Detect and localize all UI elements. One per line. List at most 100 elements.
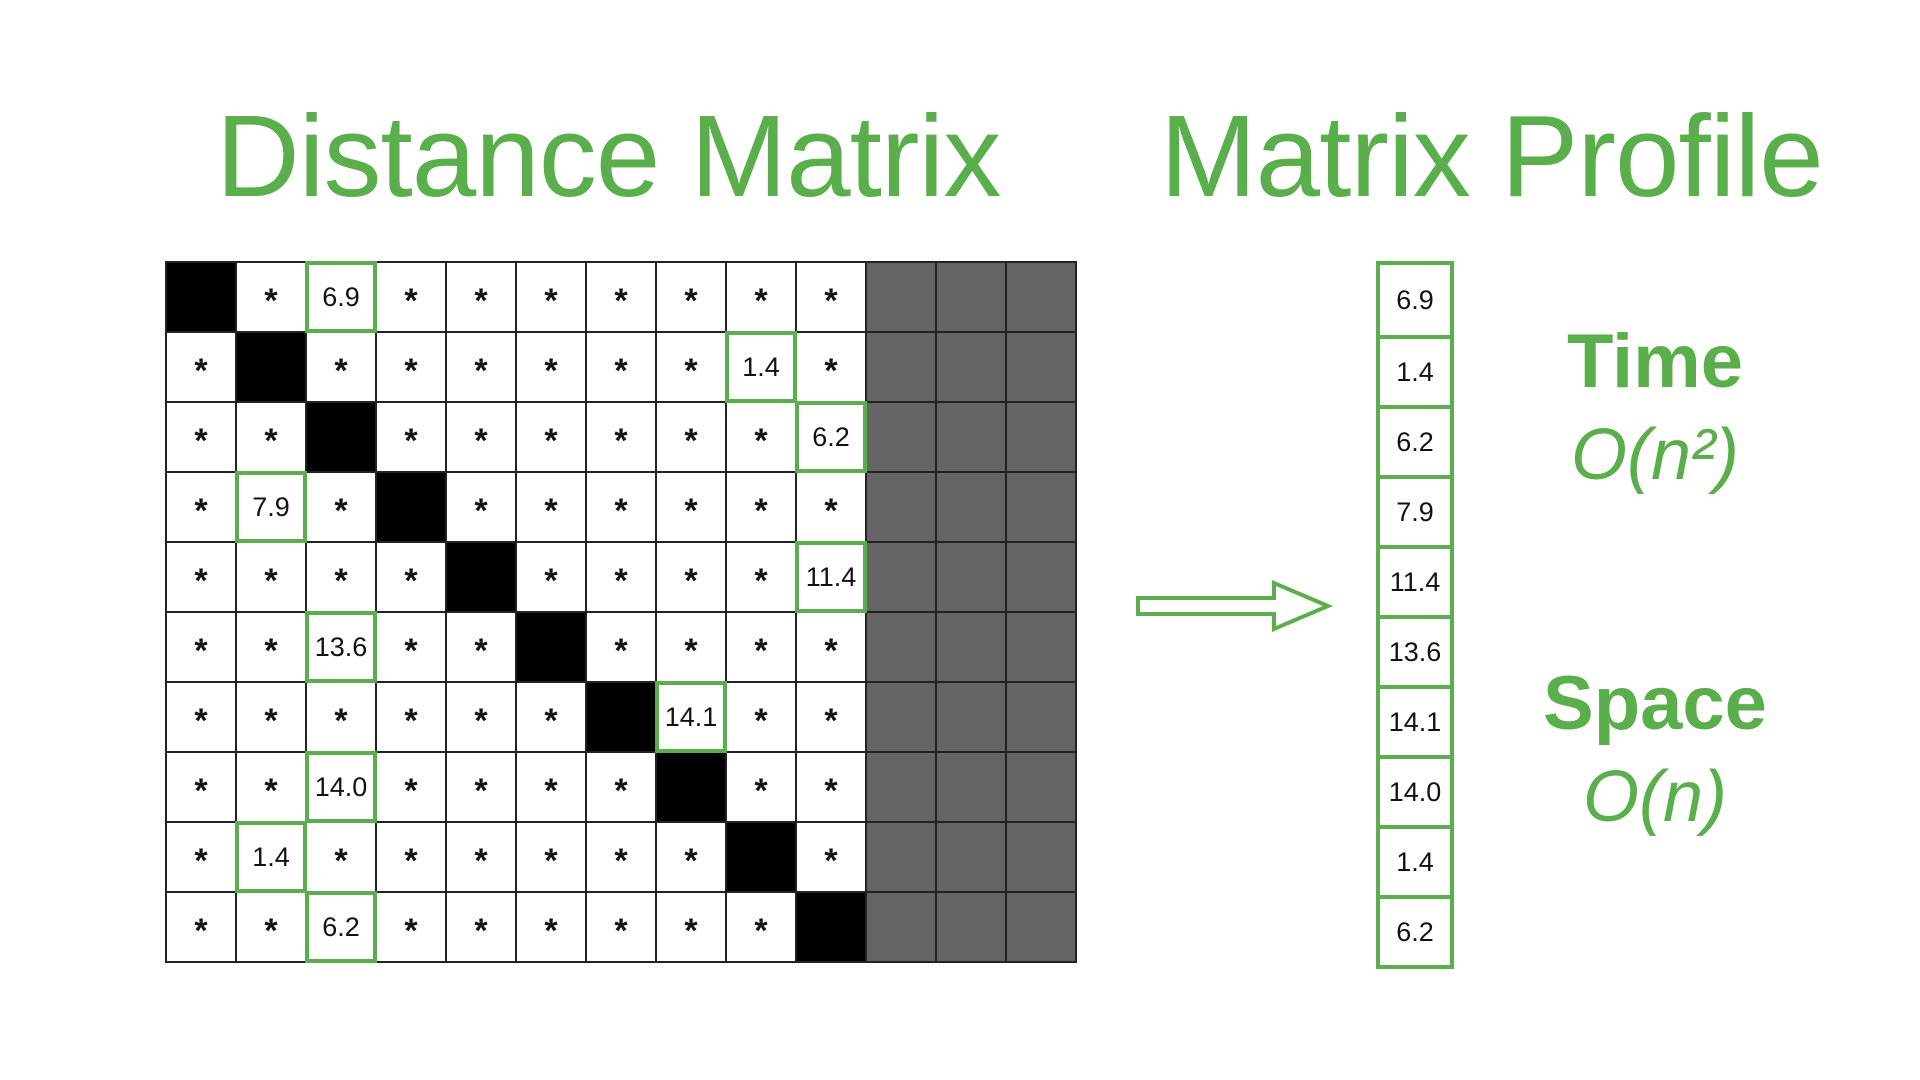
matrix-cell: * xyxy=(307,473,377,543)
matrix-cell: * xyxy=(657,823,727,893)
matrix-cell: * xyxy=(447,263,517,333)
matrix-cell: * xyxy=(237,263,307,333)
profile-cell: 7.9 xyxy=(1380,475,1450,545)
matrix-cell: * xyxy=(377,403,447,473)
matrix-cell: * xyxy=(237,753,307,823)
matrix-cell: * xyxy=(237,683,307,753)
padding-cell xyxy=(937,753,1007,823)
matrix-min-cell: 13.6 xyxy=(305,611,377,683)
diagonal-cell xyxy=(167,263,237,333)
diagonal-cell xyxy=(657,753,727,823)
matrix-cell: * xyxy=(167,613,237,683)
diagonal-cell xyxy=(797,893,867,963)
matrix-cell: * xyxy=(657,613,727,683)
matrix-cell: * xyxy=(377,753,447,823)
matrix-cell: * xyxy=(167,403,237,473)
matrix-cell: * xyxy=(167,893,237,963)
matrix-cell: * xyxy=(307,683,377,753)
profile-cell: 11.4 xyxy=(1380,545,1450,615)
matrix-cell: * xyxy=(447,333,517,403)
matrix-cell: * xyxy=(237,893,307,963)
matrix-cell: * xyxy=(797,753,867,823)
diagonal-cell xyxy=(727,823,797,893)
padding-cell xyxy=(1007,263,1077,333)
matrix-cell: * xyxy=(797,683,867,753)
matrix-cell: * xyxy=(237,403,307,473)
profile-cell: 6.2 xyxy=(1380,405,1450,475)
matrix-cell: * xyxy=(657,403,727,473)
matrix-cell: * xyxy=(727,893,797,963)
matrix-cell: * xyxy=(657,893,727,963)
matrix-cell: * xyxy=(377,333,447,403)
diagonal-cell xyxy=(587,683,657,753)
padding-cell xyxy=(867,613,937,683)
matrix-cell: * xyxy=(377,613,447,683)
matrix-cell: * xyxy=(797,333,867,403)
diagonal-cell xyxy=(447,543,517,613)
matrix-cell: * xyxy=(447,403,517,473)
padding-cell xyxy=(937,543,1007,613)
matrix-cell: * xyxy=(587,823,657,893)
padding-cell xyxy=(1007,333,1077,403)
matrix-cell: * xyxy=(447,823,517,893)
matrix-cell: * xyxy=(517,823,587,893)
matrix-cell: * xyxy=(727,543,797,613)
diagonal-cell xyxy=(237,333,307,403)
matrix-cell: * xyxy=(307,543,377,613)
padding-cell xyxy=(1007,893,1077,963)
padding-cell xyxy=(1007,403,1077,473)
matrix-cell: * xyxy=(587,333,657,403)
matrix-cell: * xyxy=(587,753,657,823)
padding-cell xyxy=(867,893,937,963)
diagonal-cell xyxy=(307,403,377,473)
padding-cell xyxy=(867,823,937,893)
time-complexity-label: Time xyxy=(1566,319,1743,404)
padding-cell xyxy=(1007,613,1077,683)
padding-cell xyxy=(937,473,1007,543)
matrix-min-cell: 14.1 xyxy=(655,681,727,753)
matrix-cell: * xyxy=(727,753,797,823)
matrix-cell: * xyxy=(167,753,237,823)
time-complexity-formula: O(n²) xyxy=(1571,415,1739,495)
matrix-cell: * xyxy=(307,823,377,893)
matrix-cell: * xyxy=(167,683,237,753)
matrix-cell: * xyxy=(727,683,797,753)
profile-cell: 1.4 xyxy=(1380,335,1450,405)
distance-matrix-title: Distance Matrix xyxy=(216,91,1001,221)
padding-cell xyxy=(1007,823,1077,893)
diagonal-cell xyxy=(377,473,447,543)
matrix-min-cell: 6.9 xyxy=(305,261,377,333)
matrix-min-cell: 1.4 xyxy=(235,821,307,893)
padding-cell xyxy=(937,613,1007,683)
matrix-cell: * xyxy=(517,893,587,963)
matrix-cell: * xyxy=(657,263,727,333)
matrix-cell: * xyxy=(167,473,237,543)
matrix-cell: * xyxy=(377,263,447,333)
right-arrow-icon xyxy=(1136,579,1334,633)
matrix-cell: * xyxy=(517,473,587,543)
padding-cell xyxy=(937,823,1007,893)
matrix-cell: * xyxy=(587,263,657,333)
matrix-cell: * xyxy=(517,543,587,613)
profile-cell: 14.1 xyxy=(1380,685,1450,755)
matrix-cell: * xyxy=(447,613,517,683)
matrix-cell: * xyxy=(797,613,867,683)
matrix-cell: * xyxy=(237,543,307,613)
space-complexity-value: O(n) xyxy=(1505,756,1805,838)
matrix-cell: * xyxy=(587,473,657,543)
padding-cell xyxy=(937,263,1007,333)
matrix-cell: * xyxy=(517,683,587,753)
matrix-cell: * xyxy=(447,473,517,543)
padding-cell xyxy=(867,683,937,753)
matrix-cell: * xyxy=(377,893,447,963)
diagonal-cell xyxy=(517,613,587,683)
matrix-cell: * xyxy=(727,613,797,683)
matrix-profile-title: Matrix Profile xyxy=(1160,91,1824,221)
matrix-cell: * xyxy=(447,683,517,753)
padding-cell xyxy=(1007,683,1077,753)
time-complexity-value: O(n²) xyxy=(1505,414,1805,496)
matrix-cell: * xyxy=(377,543,447,613)
matrix-cell: * xyxy=(517,753,587,823)
matrix-cell: * xyxy=(657,473,727,543)
